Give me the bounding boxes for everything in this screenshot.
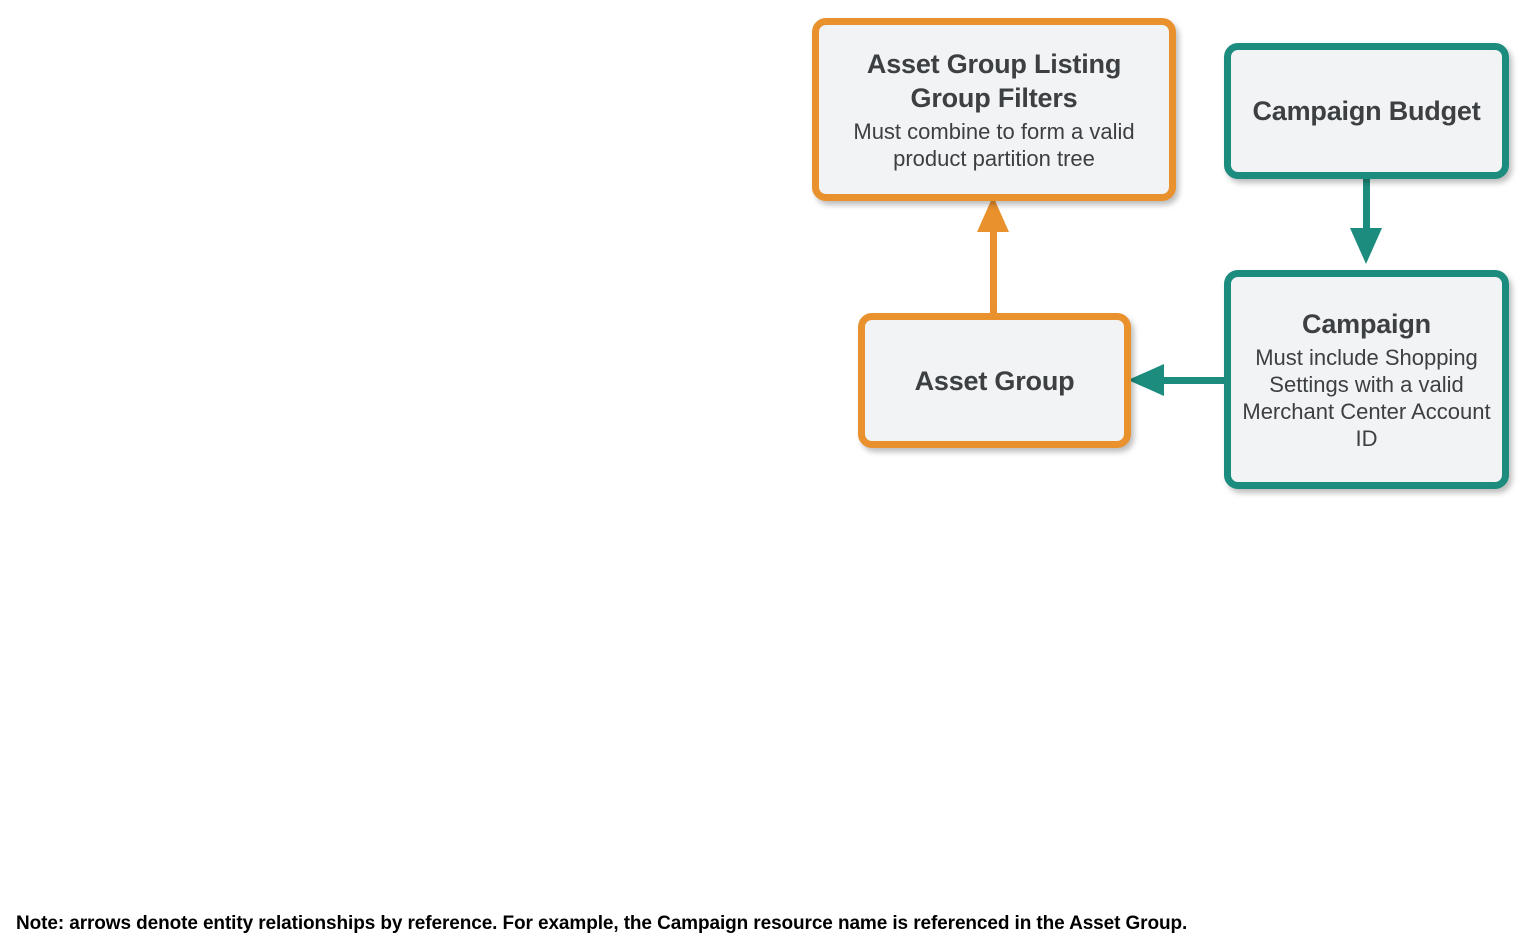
arrowhead-down-icon <box>1350 228 1382 264</box>
edge-line <box>1160 377 1228 384</box>
arrowhead-left-icon <box>1128 364 1164 396</box>
edge-line <box>1363 176 1370 238</box>
edge-line <box>990 228 997 316</box>
node-campaign[interactable]: Campaign Must include Shopping Settings … <box>1224 270 1509 489</box>
node-title: Campaign <box>1302 309 1431 339</box>
node-asset-group-listing-group-filters[interactable]: Asset Group Listing Group Filters Must c… <box>812 18 1176 201</box>
node-title: Asset Group Listing Group Filters <box>866 49 1122 113</box>
node-subtitle: Must combine to form a valid product par… <box>853 119 1135 171</box>
node-subtitle: Must include Shopping Settings with a va… <box>1242 345 1491 451</box>
arrowhead-up-icon <box>977 196 1009 232</box>
node-campaign-budget[interactable]: Campaign Budget <box>1224 43 1509 179</box>
node-title: Campaign Budget <box>1252 96 1481 126</box>
node-title: Asset Group <box>914 365 1075 396</box>
diagram-footnote: Note: arrows denote entity relationships… <box>16 913 1188 934</box>
node-asset-group[interactable]: Asset Group <box>858 313 1131 448</box>
